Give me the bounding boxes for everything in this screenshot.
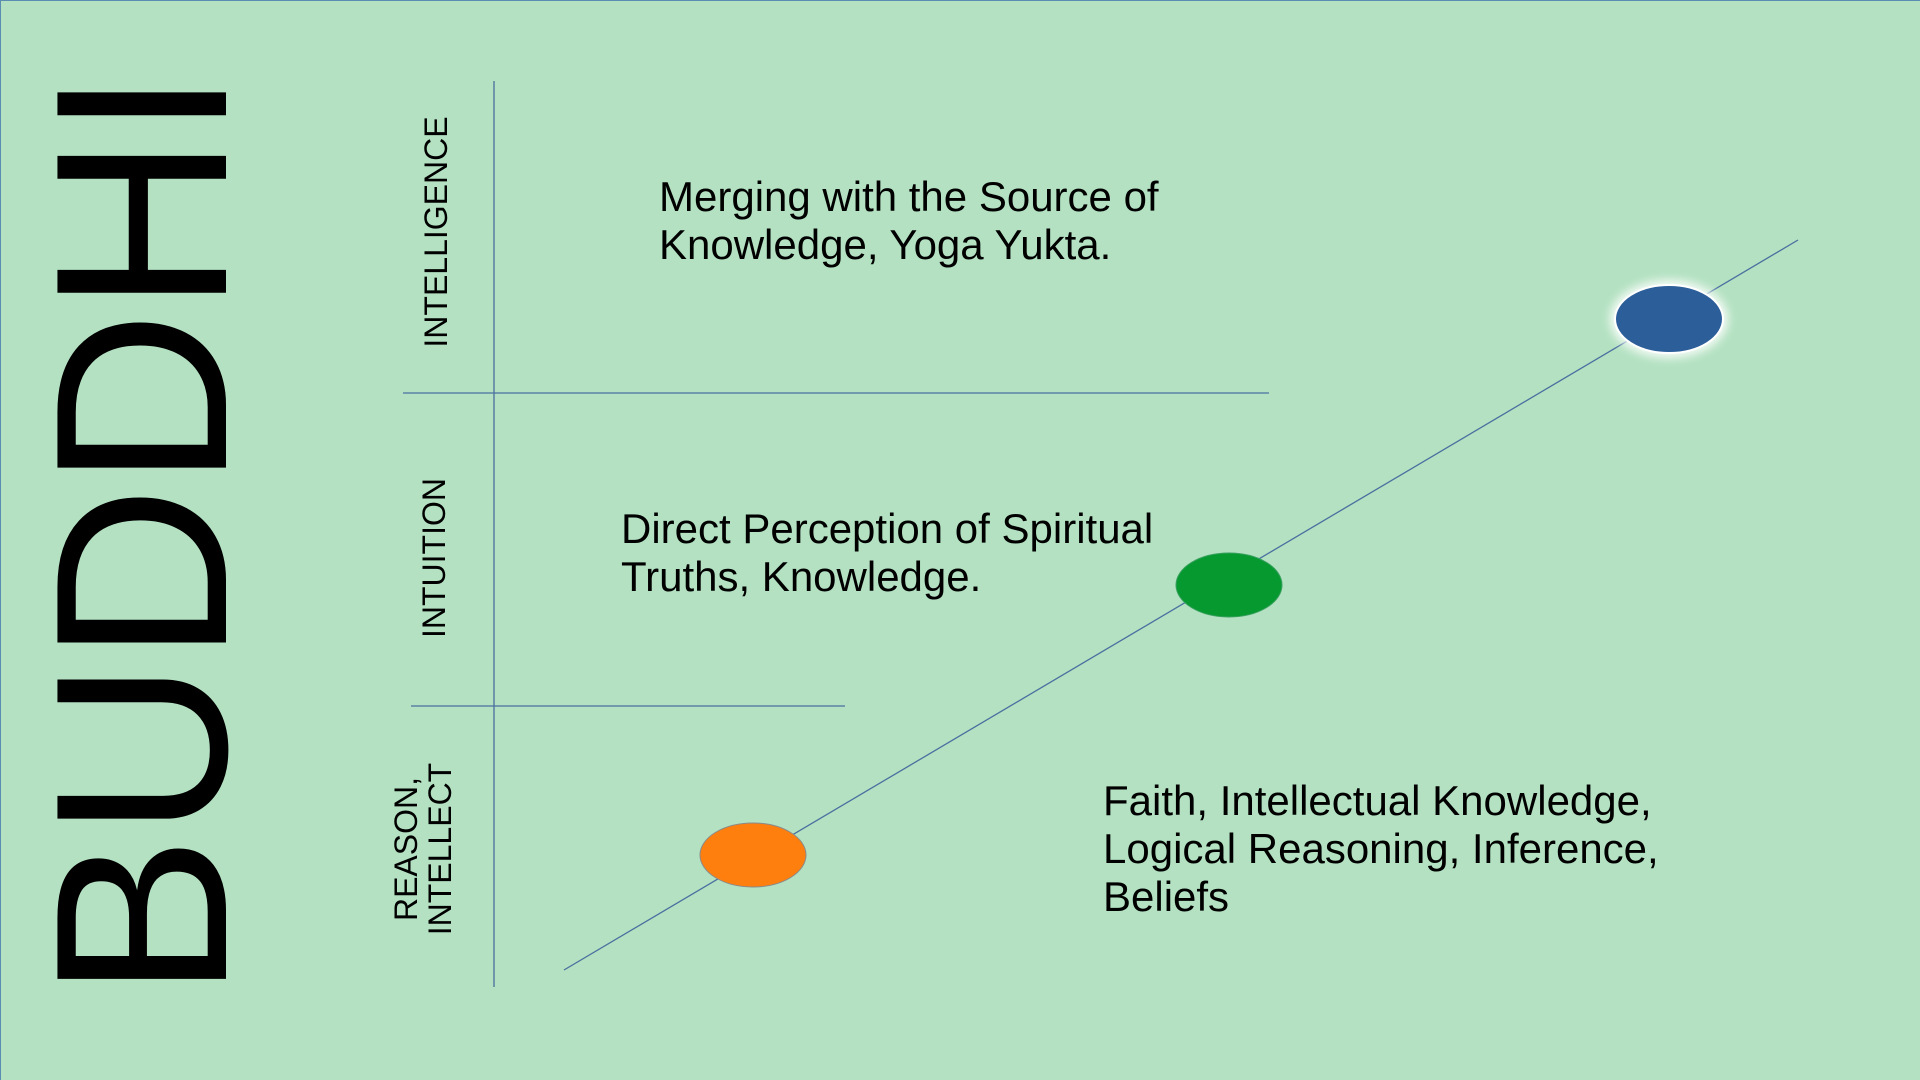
intuition-description: Direct Perception of Spiritual Truths, K… bbox=[621, 505, 1154, 600]
intelligence-description: Merging with the Source of Knowledge, Yo… bbox=[659, 173, 1159, 268]
reason-description: Faith, Intellectual Knowledge, Logical R… bbox=[1103, 777, 1659, 920]
marker-reason bbox=[699, 822, 807, 888]
axis-label-intuition: INTUITION bbox=[416, 478, 452, 638]
axis-label-intelligence: INTELLIGENCE bbox=[418, 116, 454, 348]
marker-intuition bbox=[1175, 552, 1283, 618]
marker-intelligence bbox=[1614, 284, 1724, 354]
axis-label-reason-intellect: REASON, INTELLECT bbox=[388, 762, 458, 936]
